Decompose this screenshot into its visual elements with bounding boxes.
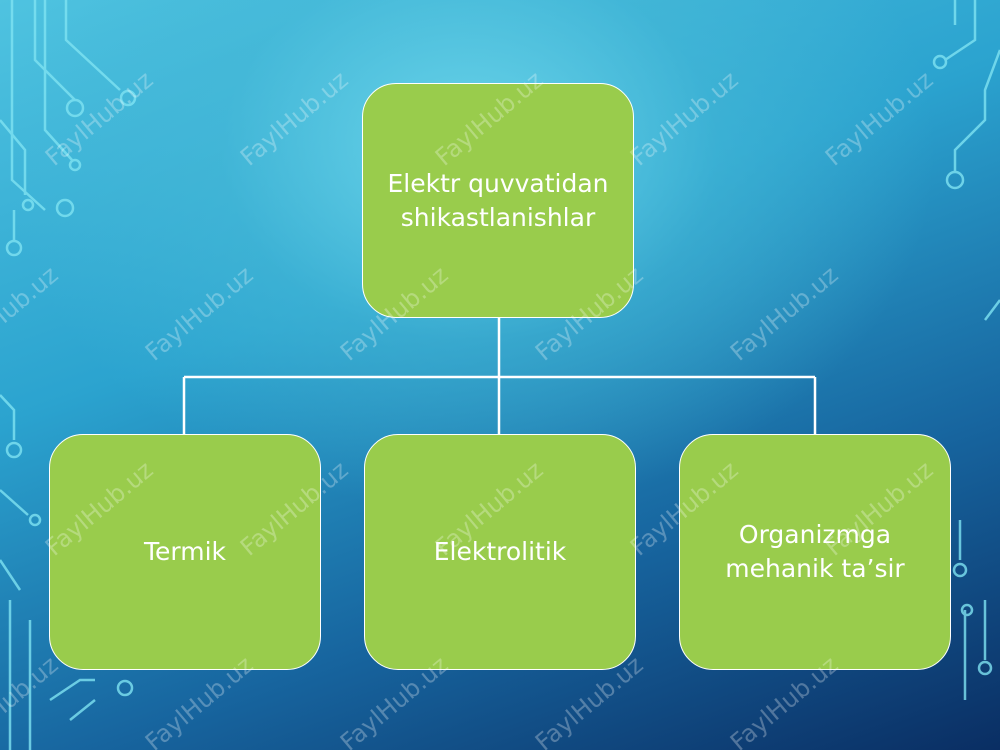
root-node: Elektr quvvatidan shikastlanishlar bbox=[362, 83, 634, 318]
child-node-termik: Termik bbox=[49, 434, 321, 670]
child-node-organizmga: Organizmga mehanik ta’sir bbox=[679, 434, 951, 670]
child-node-label: Organizmga mehanik ta’sir bbox=[725, 520, 905, 583]
root-node-label: Elektr quvvatidan shikastlanishlar bbox=[387, 168, 609, 232]
child-node-label: Elektrolitik bbox=[433, 537, 567, 567]
child-node-label: Termik bbox=[143, 537, 227, 567]
child-node-elektrolitik: Elektrolitik bbox=[364, 434, 636, 670]
